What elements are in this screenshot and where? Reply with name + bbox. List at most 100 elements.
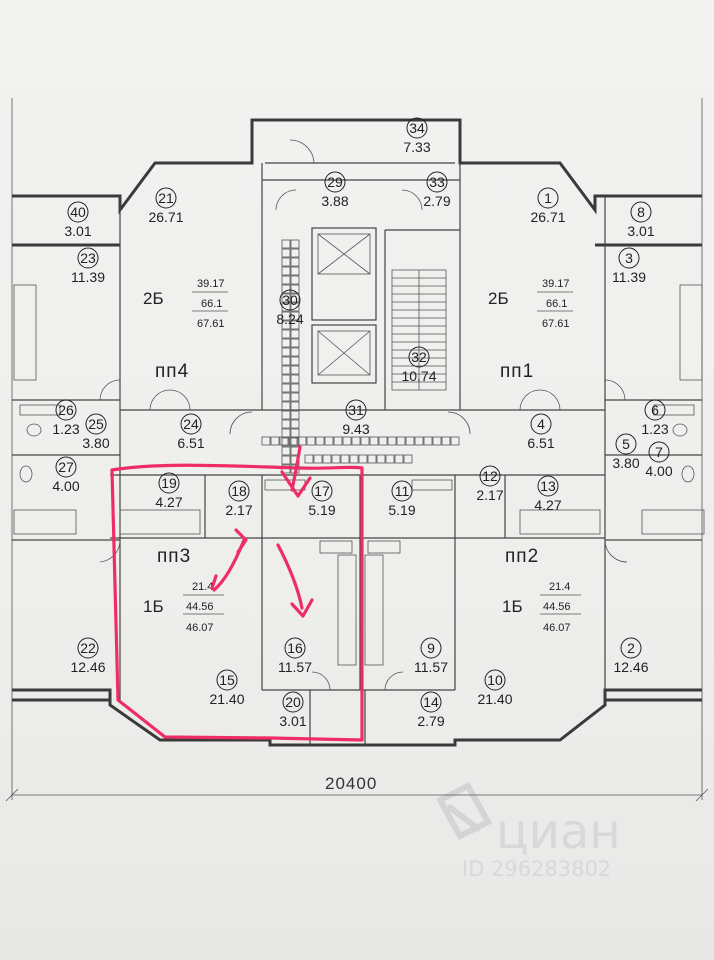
- cian-watermark: циан ID 296283802: [435, 782, 621, 881]
- room-number: 2: [627, 640, 635, 656]
- room-number: 4: [537, 416, 545, 432]
- overall-dimension: 20400: [325, 774, 377, 793]
- fixtures: [13, 284, 705, 666]
- apartment-total-area: 66.1: [201, 298, 222, 310]
- room-area: 26.71: [148, 209, 183, 225]
- room-number-circle: [228, 480, 250, 502]
- room-number: 40: [70, 204, 86, 220]
- room-27: 274.00: [52, 456, 80, 494]
- room-area: 21.40: [477, 691, 512, 707]
- room-number-circle: [67, 201, 89, 223]
- room-number: 16: [287, 640, 303, 656]
- room-area: 8.24: [276, 311, 303, 327]
- room-number: 18: [231, 483, 247, 499]
- room-14: 142.79: [417, 691, 445, 729]
- room-number-circle: [618, 247, 640, 269]
- room-area: 4.27: [155, 494, 182, 510]
- room-number: 34: [409, 120, 425, 136]
- room-number-circle: [324, 171, 346, 193]
- room-number: 14: [423, 694, 439, 710]
- room-number-circle: [426, 171, 448, 193]
- room-number-circle: [648, 441, 670, 463]
- apartment-label: пп4: [155, 361, 189, 382]
- apartment-label: пп3: [157, 546, 191, 567]
- room-area: 5.19: [308, 502, 335, 518]
- apartment-type: 2Б: [143, 289, 164, 308]
- room-area: 6.51: [177, 435, 204, 451]
- apartment-type: 1Б: [502, 597, 523, 616]
- room-40: 403.01: [64, 201, 92, 239]
- room-number: 5: [622, 436, 630, 452]
- room-number: 31: [348, 402, 364, 418]
- room-area: 11.57: [278, 659, 312, 675]
- room-number-circle: [630, 201, 652, 223]
- apartment-total-area: 66.1: [546, 298, 567, 310]
- room-33: 332.79: [423, 171, 451, 209]
- staircase: [391, 269, 447, 391]
- room-number: 8: [637, 204, 645, 220]
- room-number: 15: [219, 672, 235, 688]
- room-7: 74.00: [645, 441, 673, 479]
- room-number-circle: [55, 399, 77, 421]
- apartment-pp2: 1Б 21.4 44.56 46.07 пп2: [502, 546, 581, 634]
- room-number-circle: [484, 669, 506, 691]
- room-number-circle: [155, 187, 177, 209]
- apartment-total-with-balcony: 46.07: [186, 622, 214, 634]
- room-20: 203.01: [279, 691, 307, 729]
- room-6: 61.23: [641, 399, 669, 437]
- room-17: 175.19: [308, 480, 336, 518]
- apartment-living-area: 21.4: [192, 581, 213, 593]
- apartment-pp4: 2Б 39.17 66.1 67.61 пп4: [143, 278, 228, 382]
- dimension-frame: 20400: [5, 98, 709, 802]
- room-3: 311.39: [612, 247, 646, 285]
- room-area: 2.17: [225, 502, 252, 518]
- room-number-circle: [615, 433, 637, 455]
- room-number-circle: [420, 637, 442, 659]
- room-number-circle: [77, 247, 99, 269]
- room-number: 25: [88, 416, 104, 432]
- room-19: 194.27: [155, 472, 183, 510]
- room-number-circle: [284, 637, 306, 659]
- room-1: 126.71: [530, 187, 566, 225]
- room-number: 22: [80, 640, 96, 656]
- apartment-living-area: 39.17: [197, 278, 225, 290]
- room-number: 32: [411, 349, 427, 365]
- apartment-total-area: 44.56: [543, 601, 571, 613]
- room-number-circle: [345, 399, 367, 421]
- room-area: 9.43: [342, 421, 369, 437]
- room-number: 24: [183, 416, 199, 432]
- room-34: 347.33: [403, 117, 431, 155]
- room-area: 4.27: [534, 497, 561, 513]
- room-area: 10.74: [401, 368, 436, 384]
- room-area: 2.79: [423, 193, 450, 209]
- room-area: 3.80: [82, 435, 109, 451]
- room-number-circle: [479, 465, 501, 487]
- room-10: 10 21.40: [477, 669, 513, 707]
- doors: [99, 139, 628, 691]
- room-number: 9: [427, 640, 435, 656]
- room-number: 10: [487, 672, 503, 688]
- room-number: 6: [651, 402, 659, 418]
- room-number: 29: [327, 174, 343, 190]
- apartment-pp3: 1Б 21.4 44.56 46.07 пп3: [143, 546, 224, 634]
- room-number-circle: [311, 480, 333, 502]
- room-number: 19: [161, 475, 177, 491]
- room-number: 12: [482, 468, 498, 484]
- room-number-circle: [408, 346, 430, 368]
- room-32: 32 10.74: [401, 346, 437, 384]
- room-number: 13: [540, 478, 556, 494]
- room-number: 11: [395, 483, 410, 499]
- exterior-walls: [12, 118, 702, 747]
- room-area: 3.80: [612, 455, 639, 471]
- apartment-total-with-balcony: 67.61: [197, 318, 225, 330]
- room-area: 2.79: [417, 713, 444, 729]
- room-number: 17: [314, 483, 330, 499]
- room-area: 6.51: [527, 435, 554, 451]
- ventilation-grid: [261, 239, 460, 474]
- room-number: 3: [625, 250, 633, 266]
